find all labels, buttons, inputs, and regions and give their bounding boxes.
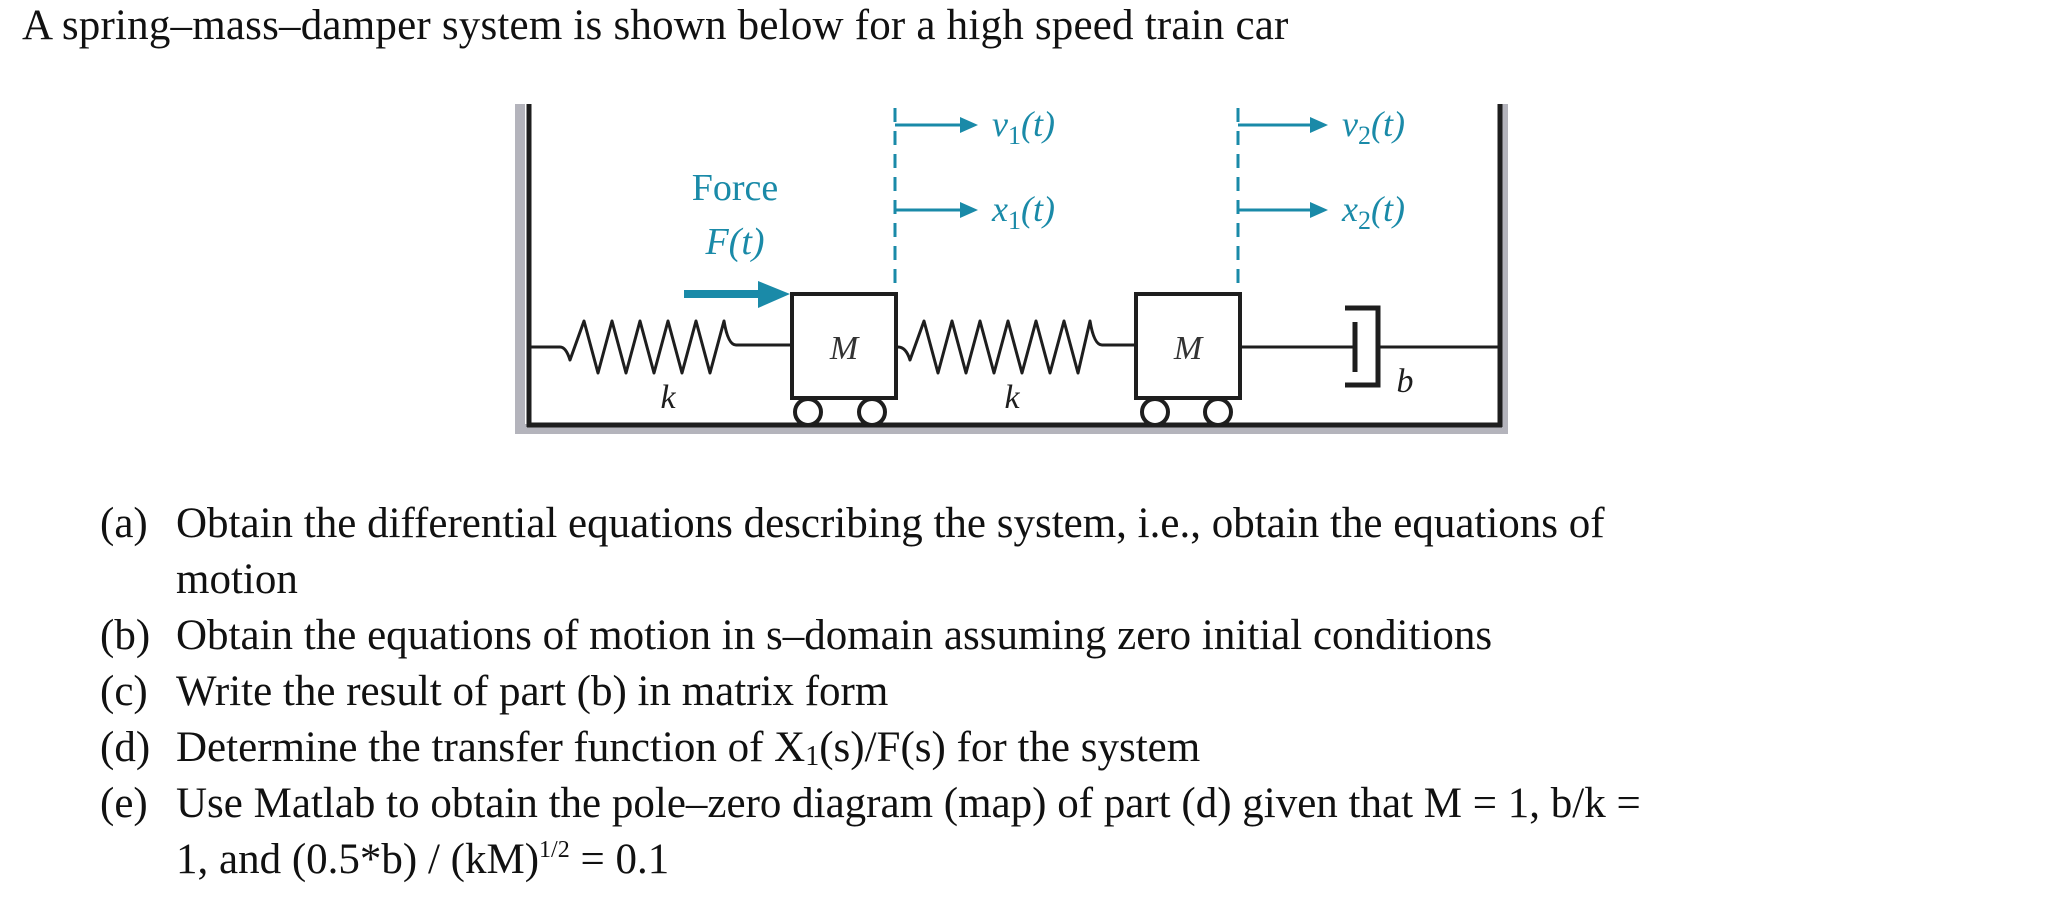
v2-label: v2(t) [1342, 104, 1405, 150]
question-label: (b) [100, 612, 151, 659]
x1-label: x1(t) [991, 189, 1055, 235]
question-e: (e) Use Matlab to obtain the pole–zero d… [100, 776, 2040, 888]
spring-1-icon [531, 319, 790, 375]
subscript: 1 [805, 741, 820, 772]
v1-label: v1(t) [992, 104, 1055, 150]
spring-1-label: k [660, 379, 676, 416]
question-line: Determine the transfer function of X1(s)… [176, 720, 2040, 776]
question-label: (d) [100, 724, 151, 771]
question-text-part: Determine the transfer function of X [176, 724, 806, 771]
x2-arrow-icon [1310, 202, 1328, 218]
mass-1-reference-line [893, 108, 962, 288]
question-text-part: = 0.1 [569, 836, 670, 883]
question-line: motion [176, 556, 298, 603]
damper-icon [1242, 305, 1500, 388]
mass-2-block [1134, 292, 1242, 427]
question-text: Use Matlab to obtain the pole–zero diagr… [176, 776, 2040, 888]
force-label: Force [692, 167, 779, 209]
question-label: (c) [100, 668, 148, 715]
mass-1-label: M [829, 330, 860, 367]
question-line: Obtain the equations of motion in s–doma… [176, 612, 1493, 659]
question-line: Use Matlab to obtain the pole–zero diagr… [176, 780, 1641, 827]
question-text: Obtain the differential equations descri… [176, 496, 2040, 608]
question-text: Write the result of part (b) in matrix f… [176, 664, 2040, 720]
force-symbol: F(t) [704, 221, 764, 263]
enclosure [515, 104, 1508, 434]
question-d: (d) Determine the transfer function of X… [100, 720, 2040, 776]
question-line: Write the result of part (b) in matrix f… [176, 668, 889, 715]
question-label: (a) [100, 500, 148, 547]
x2-label: x2(t) [1341, 189, 1405, 235]
v1-arrow-icon [960, 117, 978, 133]
question-text: Determine the transfer function of X1(s)… [176, 720, 2040, 776]
x1-arrow-icon [960, 202, 978, 218]
superscript: 1/2 [539, 837, 570, 863]
mass-1-block [790, 292, 898, 427]
damper-label: b [1397, 363, 1414, 400]
question-text: Obtain the equations of motion in s–doma… [176, 608, 2040, 664]
mass-2-label: M [1173, 330, 1204, 367]
mass-2-reference-line [1236, 108, 1312, 288]
spring-mass-damper-diagram: k Force F(t) M k M b v1(t) x1(t) [515, 104, 1508, 434]
question-list: (a) Obtain the differential equations de… [100, 496, 2040, 888]
question-text-part: 1, and (0.5*b) / (kM) [176, 836, 540, 883]
question-line: Obtain the differential equations descri… [176, 500, 1605, 547]
question-text-part: (s)/F(s) for the system [819, 724, 1201, 771]
spring-2-label: k [1004, 379, 1020, 416]
question-a: (a) Obtain the differential equations de… [100, 496, 2040, 608]
problem-title: A spring–mass–damper system is shown bel… [22, 2, 1289, 49]
v2-arrow-icon [1310, 117, 1328, 133]
question-c: (c) Write the result of part (b) in matr… [100, 664, 2040, 720]
question-label: (e) [100, 780, 148, 827]
question-line: 1, and (0.5*b) / (kM)1/2 = 0.1 [176, 832, 2040, 888]
question-b: (b) Obtain the equations of motion in s–… [100, 608, 2040, 664]
spring-2-icon [897, 319, 1134, 375]
force-arrow-icon [684, 281, 790, 308]
